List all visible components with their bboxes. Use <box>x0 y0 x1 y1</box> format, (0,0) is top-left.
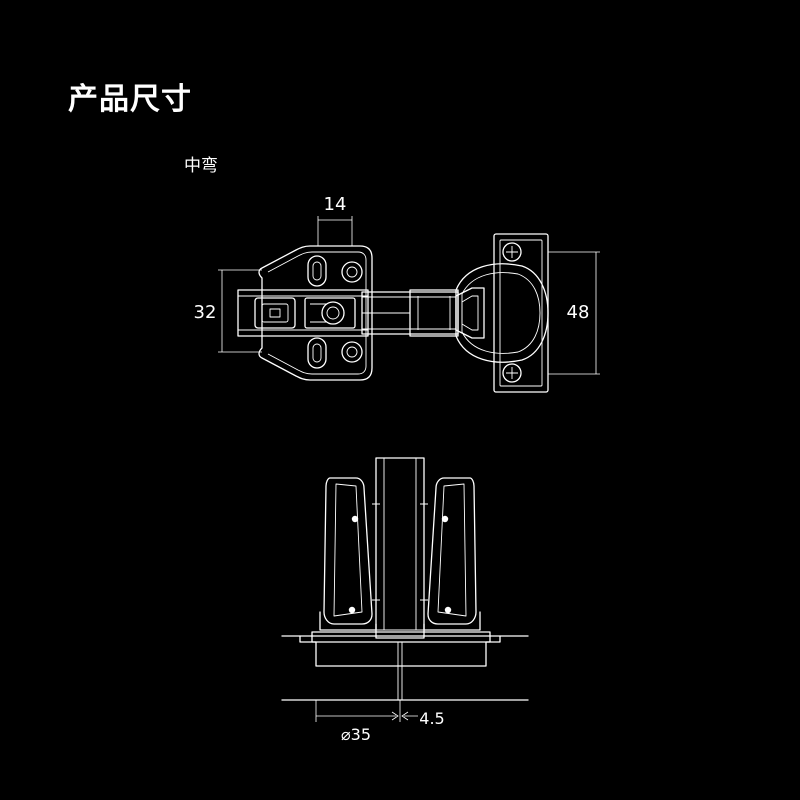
hinge-side-view: ⌀35 4.5 <box>281 457 529 744</box>
dimension-base-height-label: 32 <box>194 302 217 323</box>
hinge-cup <box>299 631 501 700</box>
center-post <box>375 457 425 639</box>
dimension-base-height: 32 <box>194 269 262 353</box>
left-wing <box>319 477 380 631</box>
dimension-cup-offset-label: 4.5 <box>419 709 444 728</box>
page-title: 产品尺寸 <box>68 82 192 117</box>
dimension-arm-width: 14 <box>317 194 353 246</box>
svg-text:⌀35: ⌀35 <box>341 725 371 744</box>
hinge-type-label: 中弯 <box>184 156 218 176</box>
arm-channel <box>237 289 369 337</box>
dimension-cup-diameter-label: 35 <box>351 725 371 744</box>
hinge-arm <box>361 289 459 337</box>
base-wing-plate <box>258 245 373 381</box>
hinge-top-view: 14 32 48 <box>194 194 600 393</box>
diameter-symbol: ⌀ <box>341 725 351 744</box>
dimension-cup-diameter: ⌀35 <box>315 700 399 744</box>
hinge-knuckle <box>455 263 549 363</box>
right-wing <box>420 477 481 631</box>
dimension-plate-height-label: 48 <box>567 302 590 323</box>
dimension-arm-width-label: 14 <box>324 194 347 215</box>
dimension-cup-offset: 4.5 <box>399 700 445 728</box>
dimension-plate-height: 48 <box>548 251 600 375</box>
